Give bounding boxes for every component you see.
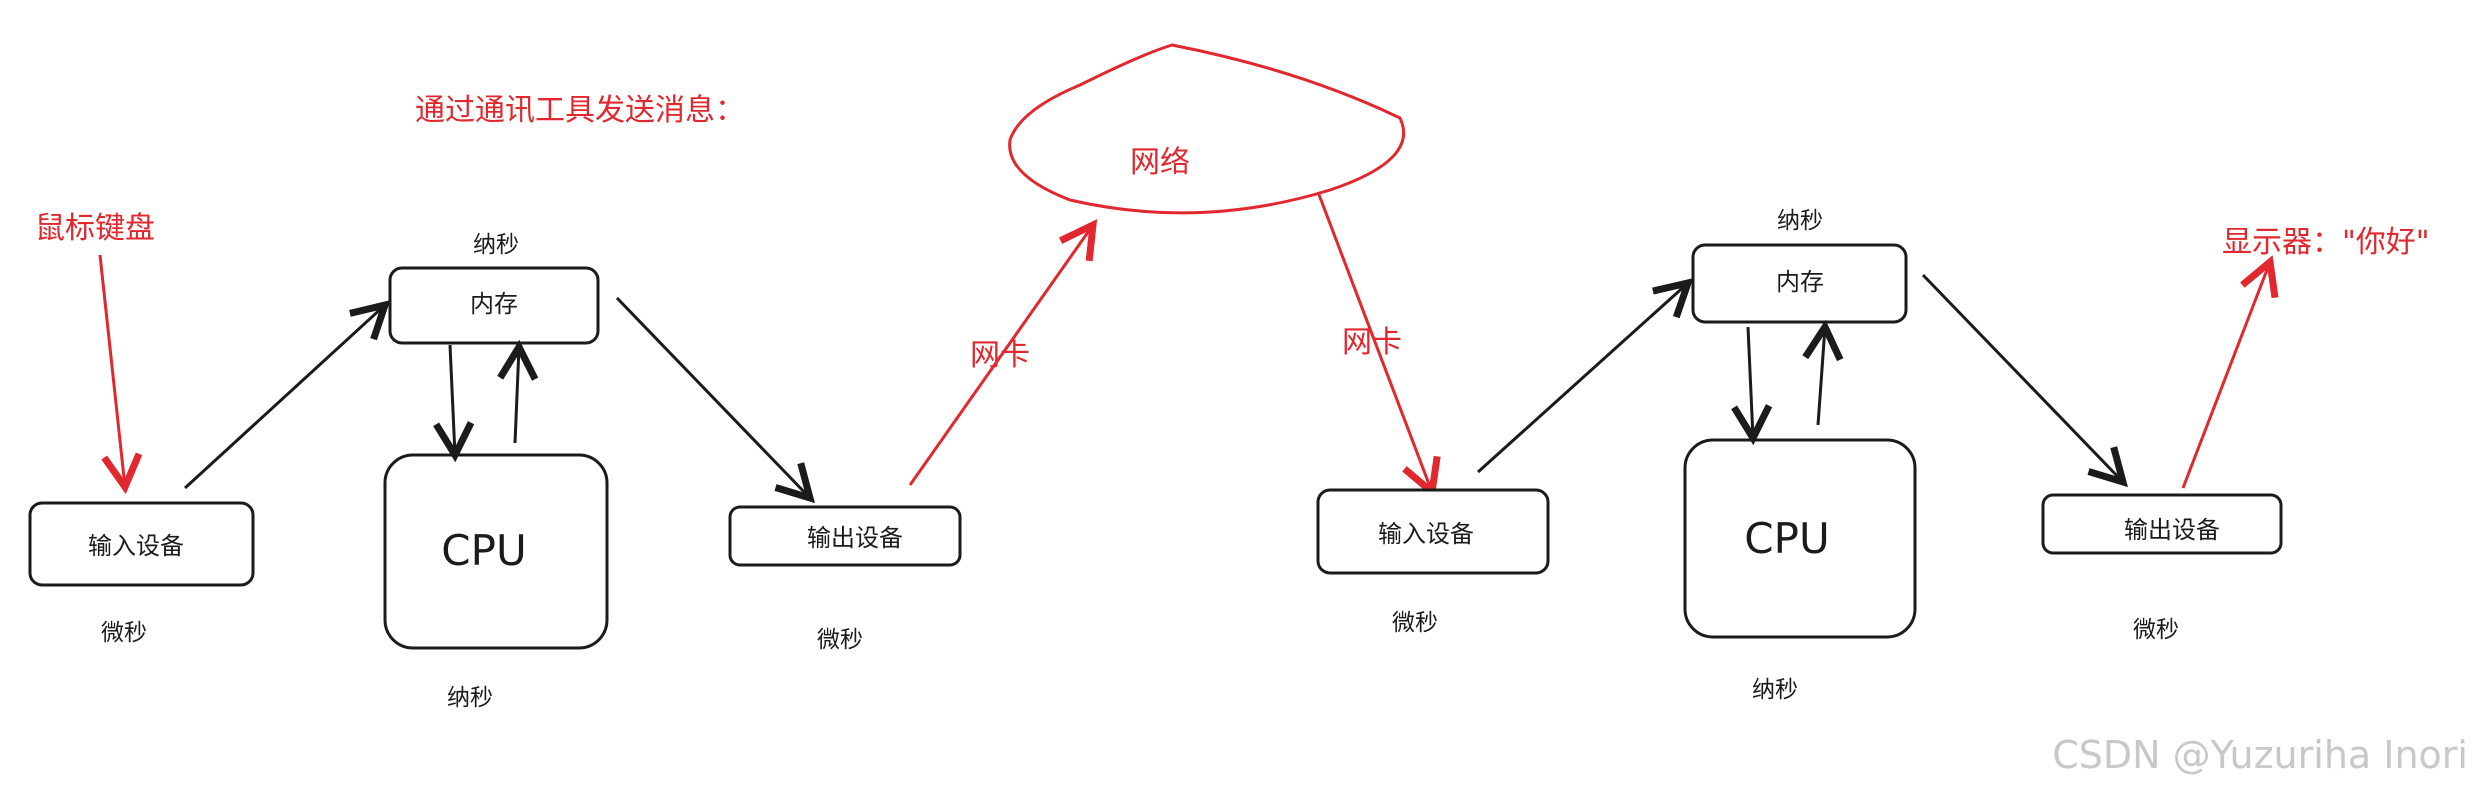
- right-nic-label: 网卡: [1342, 325, 1402, 360]
- input-hint-label: 鼠标键盘: [35, 211, 155, 246]
- watermark: CSDN @Yuzuriha Inori: [2052, 733, 2468, 777]
- left-cpu-speed: 纳秒: [447, 685, 493, 711]
- network-cloud: [1008, 43, 1406, 215]
- right-output-device-label: 输出设备: [2124, 516, 2220, 544]
- right-output-device-box: [2041, 493, 2283, 555]
- right-cpu-box: [1683, 438, 1917, 639]
- heading-text: 通过通讯工具发送消息：: [415, 93, 745, 128]
- right-input-speed: 微秒: [1392, 610, 1438, 636]
- left-memory-speed: 纳秒: [473, 232, 519, 258]
- output-to-display-arrow: [2181, 262, 2270, 489]
- display-hint-label: 显示器："你好": [2222, 225, 2430, 260]
- right-input-to-memory-arrow: [1476, 283, 1688, 474]
- left-input-device-label: 输入设备: [88, 532, 184, 560]
- memory-to-output-arrow: [615, 296, 810, 498]
- right-memory-speed: 纳秒: [1777, 208, 1823, 234]
- right-memory-to-cpu-arrow: [1748, 326, 1753, 438]
- left-input-speed: 微秒: [101, 620, 147, 646]
- output-to-network-arrow: [908, 225, 1093, 486]
- left-memory-label: 内存: [470, 290, 518, 318]
- network-label: 网络: [1130, 145, 1190, 180]
- input-to-memory-arrow: [183, 305, 385, 490]
- left-output-device-box: [728, 505, 962, 567]
- left-output-speed: 微秒: [817, 627, 863, 653]
- right-cpu-label: CPU: [1744, 514, 1829, 563]
- right-input-device-box: [1316, 488, 1550, 575]
- left-input-device-box: [28, 501, 255, 587]
- right-input-device-label: 输入设备: [1378, 520, 1474, 548]
- cpu-to-memory-arrow: [515, 347, 519, 444]
- right-output-speed: 微秒: [2133, 617, 2179, 643]
- left-nic-label: 网卡: [970, 338, 1030, 373]
- right-memory-to-output-arrow: [1921, 273, 2123, 482]
- left-output-device-label: 输出设备: [807, 524, 903, 552]
- network-to-input-arrow: [1316, 191, 1432, 492]
- input-hint-arrow: [98, 254, 125, 487]
- right-cpu-speed: 纳秒: [1752, 677, 1798, 703]
- left-cpu-label: CPU: [441, 526, 526, 575]
- right-cpu-to-memory-arrow: [1818, 327, 1825, 426]
- right-memory-label: 内存: [1776, 268, 1824, 296]
- memory-to-cpu-arrow: [450, 344, 455, 455]
- left-cpu-box: [383, 453, 609, 650]
